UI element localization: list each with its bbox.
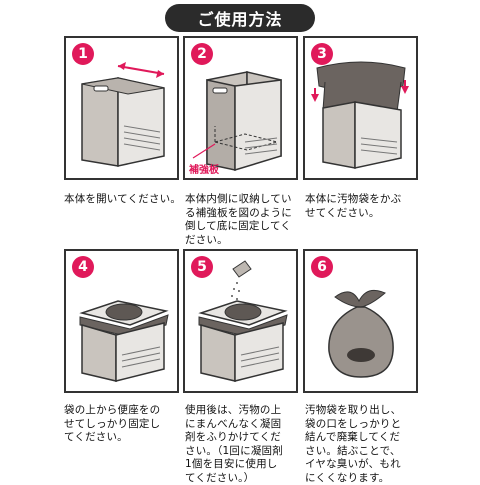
- step-2-illustration: [192, 71, 282, 172]
- step-1-text: 本体を開いてください。: [64, 193, 182, 205]
- step-5-text: 使用後は、汚物の上 にまんべんなく凝固 剤をふりかけてくだ さい。（1回に凝固剤…: [185, 404, 283, 484]
- step-3-illustration: [311, 61, 409, 169]
- step-5-panel: 5: [183, 249, 298, 393]
- step-3-text: 本体に汚物袋をかぶ せてください。: [305, 193, 402, 219]
- page-title: ご使用方法: [165, 4, 315, 32]
- step-2-badge: 2: [191, 43, 213, 65]
- step-4-illustration: [79, 300, 169, 382]
- reinforcement-board-label: 補強板: [189, 165, 219, 176]
- step-6-panel: 6: [303, 249, 418, 393]
- step-1-panel: 1: [64, 36, 179, 180]
- step-6-badge: 6: [311, 256, 333, 278]
- step-5-badge: 5: [191, 256, 213, 278]
- step-2-panel: 2 補強板: [183, 36, 298, 180]
- step-6-illustration: [328, 289, 394, 378]
- step-6-text: 汚物袋を取り出し、 袋の口をしっかりと 結んで廃棄してくだ さい。結ぶことで、 …: [305, 404, 402, 484]
- step-4-text: 袋の上から便座をの せてしっかり固定し てください。: [64, 404, 161, 443]
- step-4-badge: 4: [72, 256, 94, 278]
- step-5-illustration: [198, 260, 288, 382]
- step-1-badge: 1: [72, 43, 94, 65]
- step-3-badge: 3: [311, 43, 333, 65]
- step-4-panel: 4: [64, 249, 179, 393]
- step-3-panel: 3: [303, 36, 418, 180]
- step-1-illustration: [81, 62, 165, 167]
- step-2-text: 本体内側に収納してい る補強板を図のように 倒して底に固定してく ださい。: [185, 193, 292, 246]
